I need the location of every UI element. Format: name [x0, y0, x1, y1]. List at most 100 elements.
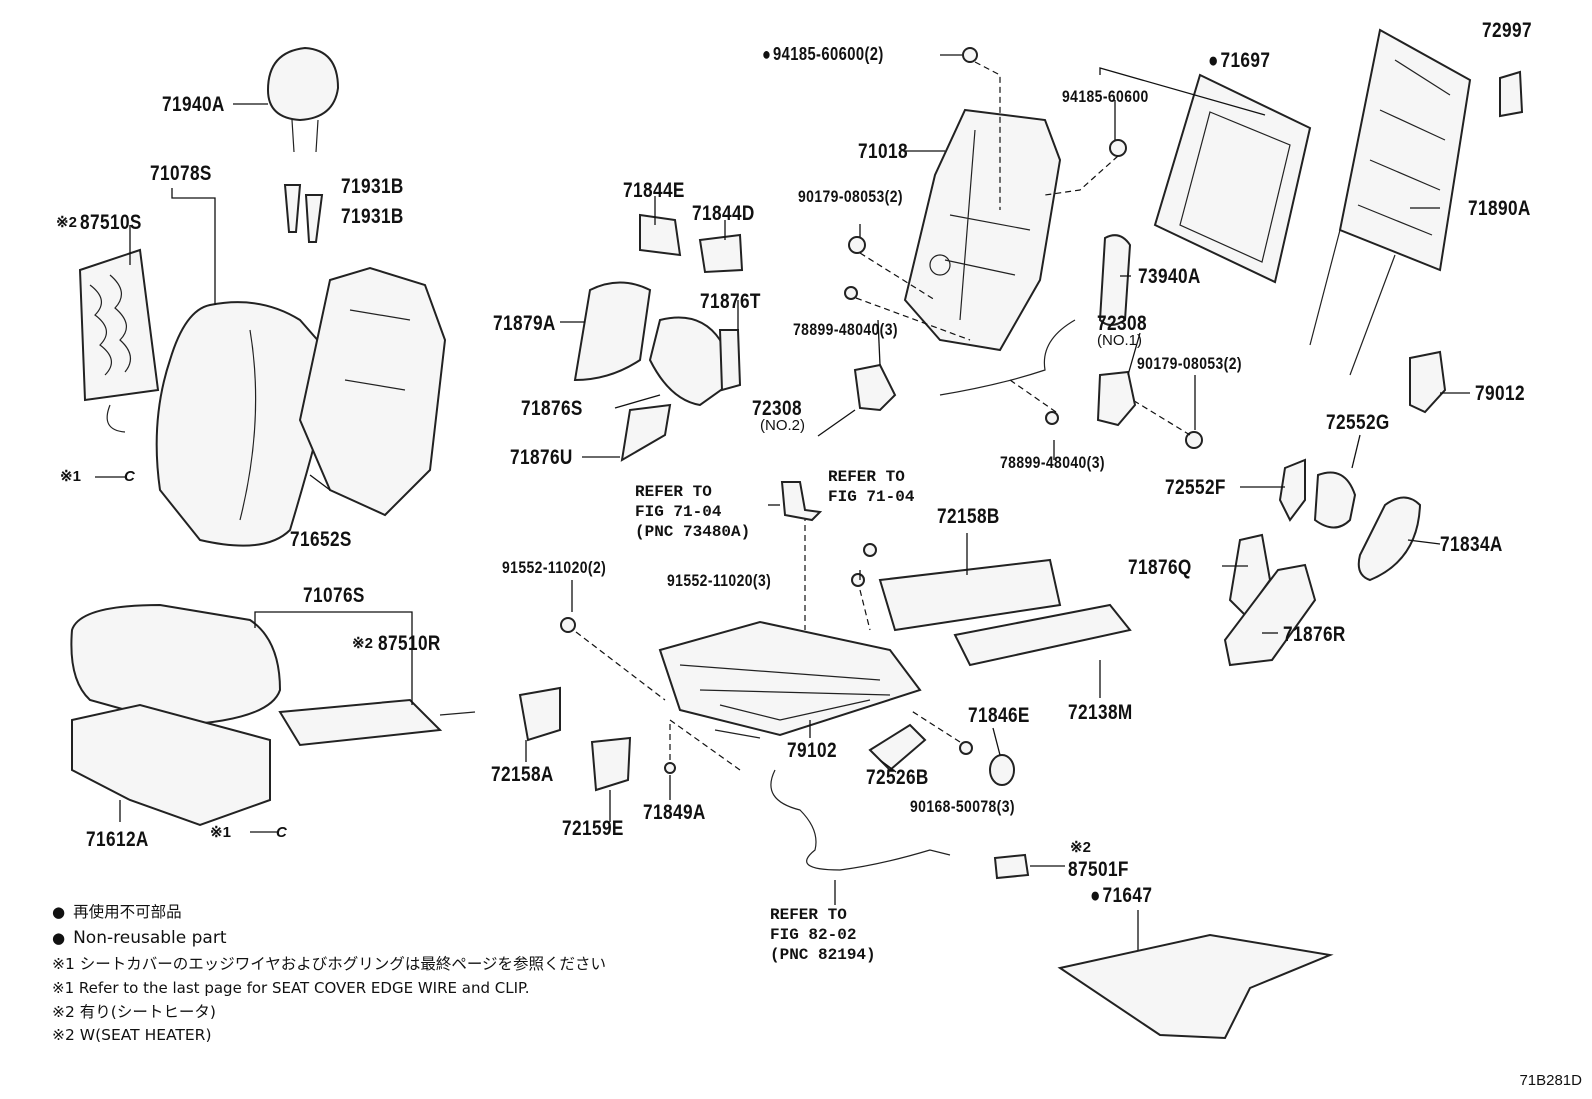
part-label-73940A[interactable]: 73940A — [1138, 265, 1201, 288]
part-label-72308-no2-sub: (NO.2) — [760, 417, 805, 434]
cap-drawing — [989, 754, 1015, 786]
part-label-71876Q[interactable]: 71876Q — [1128, 556, 1192, 579]
part-label-78899-48040-3a[interactable]: 78899-48040(3) — [793, 320, 898, 339]
part-label-71844D[interactable]: 71844D — [692, 202, 755, 225]
part-label-72138M[interactable]: 72138M — [1068, 701, 1133, 724]
connector-drawing — [993, 853, 1030, 880]
airbag-drawing — [939, 234, 1132, 396]
part-label-71078S[interactable]: 71078S — [150, 162, 212, 185]
reference-fig-71-04[interactable]: REFER TO FIG 71-04 — [828, 467, 914, 507]
note-non-reusable-en: Non-reusable part — [52, 930, 226, 947]
part-label-72158A[interactable]: 72158A — [491, 763, 554, 786]
reference-fig-82-02[interactable]: REFER TO FIG 82-02 (PNC 82194) — [770, 905, 876, 965]
part-label-72308-no2[interactable]: 72308 — [752, 397, 802, 420]
cushion-cover-drawing — [70, 603, 282, 727]
harness-drawing — [770, 769, 951, 871]
part-label-71849A[interactable]: 71849A — [643, 801, 706, 824]
back-board-drawing — [1153, 73, 1312, 284]
headrest-drawing — [266, 46, 340, 153]
diagram-id: 71B281D — [1519, 1072, 1582, 1089]
part-label-71076S[interactable]: 71076S — [303, 584, 365, 607]
part-label-87510S[interactable]: 87510S — [80, 211, 142, 234]
part-label-72552F[interactable]: 72552F — [1165, 476, 1226, 499]
part-label-72526B[interactable]: 72526B — [866, 766, 929, 789]
part-label-71876T[interactable]: 71876T — [700, 290, 761, 313]
part-label-71844E[interactable]: 71844E — [623, 179, 685, 202]
part-label-71834A[interactable]: 71834A — [1440, 533, 1503, 556]
part-label-71876S[interactable]: 71876S — [521, 397, 583, 420]
shield-drawing — [1223, 458, 1422, 667]
mark-seat-heater-87501F: ※2 — [1070, 839, 1091, 856]
part-label-90179-08053-2b[interactable]: 90179-08053(2) — [1137, 354, 1242, 373]
part-label-71876U[interactable]: 71876U — [510, 446, 573, 469]
clip-mark-2: C — [276, 824, 287, 841]
part-label-71697[interactable]: 71697 — [1208, 50, 1270, 71]
part-label-71612A[interactable]: 71612A — [86, 828, 149, 851]
cover-drawing — [573, 213, 744, 462]
back-heater-drawing — [78, 248, 160, 433]
part-label-71931B-2[interactable]: 71931B — [341, 205, 404, 228]
mark-edge-wire-2: ※1 — [210, 824, 231, 841]
ref1-line2: FIG 71-04 — [635, 503, 722, 521]
part-label-87501F[interactable]: 87501F — [1068, 858, 1129, 881]
part-label-71890A[interactable]: 71890A — [1468, 197, 1531, 220]
part-label-71846E[interactable]: 71846E — [968, 704, 1030, 727]
part-label-78899-48040-3b[interactable]: 78899-48040(3) — [1000, 453, 1105, 472]
part-label-91552-11020-3[interactable]: 91552-11020(3) — [667, 571, 772, 590]
clip-drawing — [1499, 70, 1524, 118]
part-label-71931B-1[interactable]: 71931B — [341, 175, 404, 198]
part-label-71879A[interactable]: 71879A — [493, 312, 556, 335]
part-label-90168-50078-3[interactable]: 90168-50078(3) — [910, 797, 1015, 816]
ref2-line2: FIG 71-04 — [828, 488, 915, 506]
part-label-72997[interactable]: 72997 — [1482, 19, 1532, 42]
part-label-87510R[interactable]: 87510R — [378, 632, 441, 655]
recliner-drawing — [853, 363, 1137, 427]
part-label-71018[interactable]: 71018 — [858, 140, 908, 163]
part-label-72552G[interactable]: 72552G — [1326, 411, 1390, 434]
ref2-line1: REFER TO — [828, 468, 905, 486]
mark-edge-wire-1: ※1 — [60, 468, 81, 485]
seat-track-drawing — [658, 620, 922, 739]
part-label-94185-60600-2[interactable]: 94185-60600(2) — [762, 45, 884, 63]
part-label-72308-no1-sub: (NO.1) — [1097, 332, 1142, 349]
part-label-72158B[interactable]: 72158B — [937, 505, 1000, 528]
part-label-71647[interactable]: 71647 — [1090, 885, 1152, 906]
back-pad-drawing — [298, 266, 447, 517]
cushion-heater-drawing — [278, 698, 476, 747]
part-label-91552-11020-2[interactable]: 91552-11020(2) — [502, 558, 607, 577]
part-label-71652S[interactable]: 71652S — [290, 528, 352, 551]
part-label-72159E[interactable]: 72159E — [562, 817, 624, 840]
part-label-79012[interactable]: 79012 — [1475, 382, 1525, 405]
part-label-79102[interactable]: 79102 — [787, 739, 837, 762]
headrest-guide-drawing — [283, 184, 324, 243]
part-label-90179-08053-2a[interactable]: 90179-08053(2) — [798, 187, 903, 206]
reference-fig-71-04-pnc[interactable]: REFER TO FIG 71-04 (PNC 73480A) — [635, 482, 750, 542]
clip-mark-1: C — [124, 468, 135, 485]
side-cover-drawing — [518, 558, 1132, 792]
fastener-drawings — [560, 47, 1203, 774]
cover-79012-drawing — [1409, 350, 1447, 414]
mark-seat-heater-87510S: ※2 — [56, 214, 77, 231]
cushion-pad-drawing — [71, 703, 271, 827]
ref3-line3: (PNC 82194) — [770, 946, 876, 964]
note-2-en: ※2 W(SEAT HEATER) — [52, 1026, 212, 1044]
ref1-line3: (PNC 73480A) — [635, 523, 751, 541]
part-label-94185-60600[interactable]: 94185-60600 — [1062, 87, 1149, 106]
bracket-drawing — [780, 481, 823, 522]
mark-seat-heater-87510R: ※2 — [352, 635, 373, 652]
part-label-72308-no1[interactable]: 72308 — [1097, 312, 1147, 335]
note-1-ja: ※1 シートカバーのエッジワイヤおよびホグリングは最終ページを参照ください — [52, 955, 607, 973]
back-frame-drawing — [903, 108, 1062, 352]
note-non-reusable-ja: 再使用不可部品 — [52, 904, 182, 921]
back-cover-drawing — [155, 301, 337, 547]
part-label-71940A[interactable]: 71940A — [162, 93, 225, 116]
ref1-line1: REFER TO — [635, 483, 712, 501]
part-label-71876R[interactable]: 71876R — [1283, 623, 1346, 646]
ref3-line2: FIG 82-02 — [770, 926, 857, 944]
note-2-ja: ※2 有り(シートヒータ) — [52, 1003, 216, 1021]
back-panel-drawing — [1309, 28, 1472, 376]
ref3-line1: REFER TO — [770, 906, 847, 924]
note-1-en: ※1 Refer to the last page for SEAT COVER… — [52, 979, 530, 997]
